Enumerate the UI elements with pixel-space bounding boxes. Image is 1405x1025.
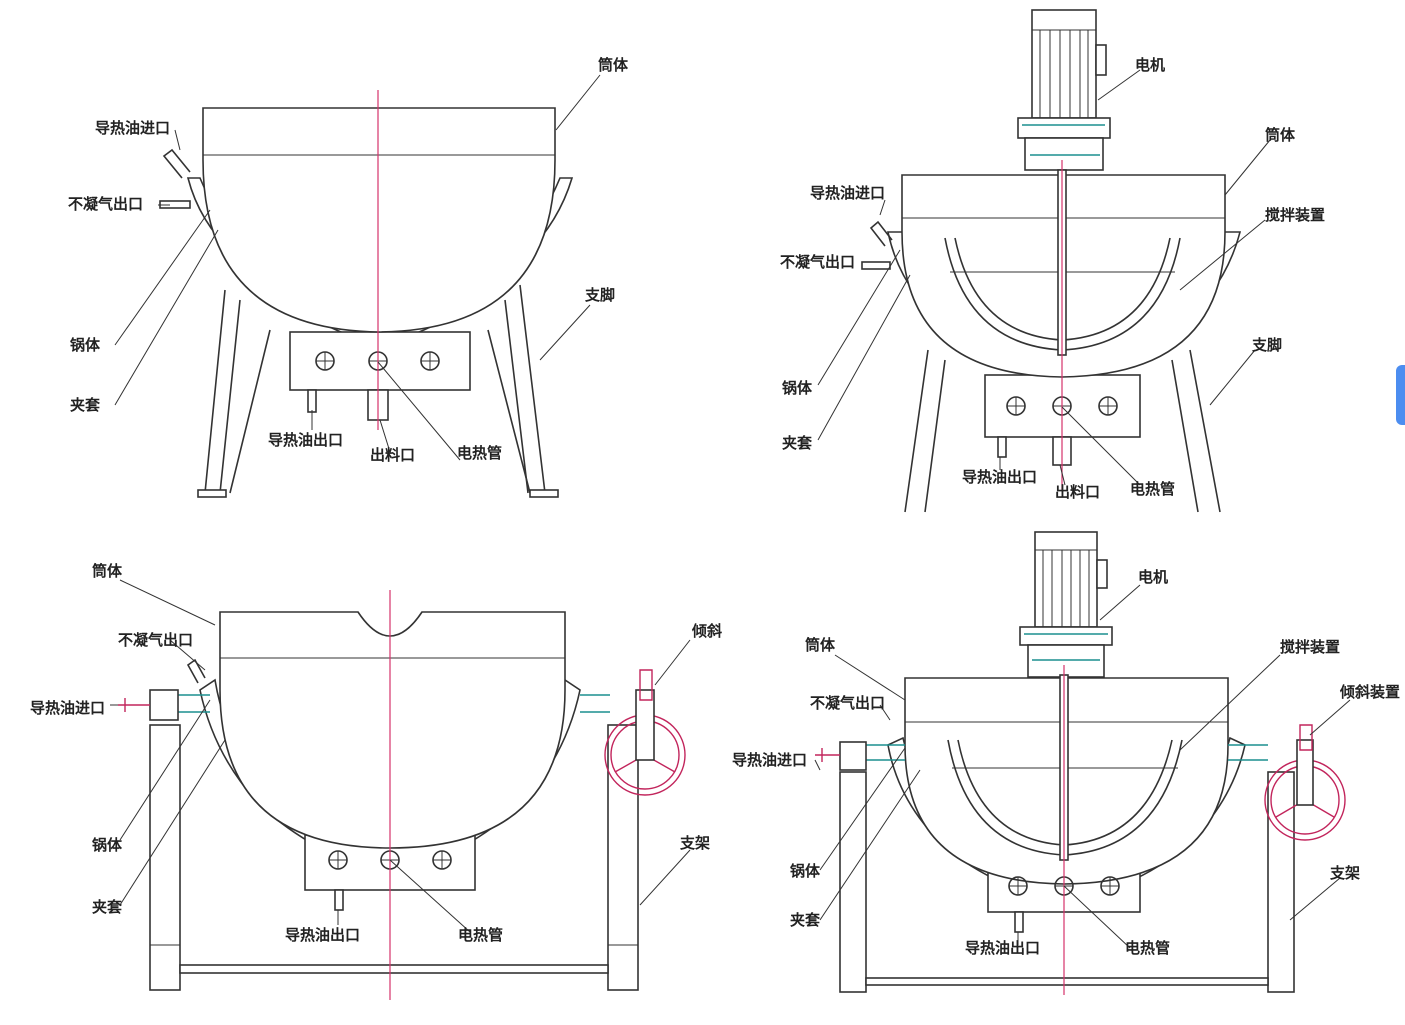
motor [1031, 9, 1097, 119]
frame-post-left [149, 724, 181, 991]
frame-post-right [607, 724, 639, 991]
diagram-tilting-basic: 筒体 不凝气出口 倾斜 导热油进口 锅体 支架 夹套 导热油出口 电热管 [30, 562, 722, 1000]
label-leg: 支脚 [584, 286, 615, 304]
side-tab[interactable] [1396, 365, 1405, 425]
label-leg: 支脚 [1251, 336, 1282, 354]
label-oil-outlet: 导热油出口 [268, 431, 343, 449]
label-cylinder: 筒体 [598, 56, 629, 74]
diagram-tilting-stirrer: 电机 筒体 搅拌装置 倾斜装置 不凝气出口 导热油进口 锅体 支架 夹套 导热油… [732, 531, 1400, 995]
label-pot-body: 锅体 [790, 862, 821, 880]
oil-outlet-pipe [307, 389, 317, 413]
foot-left [197, 489, 227, 498]
label-motor: 电机 [1138, 568, 1168, 586]
foot-right [529, 489, 559, 498]
label-frame: 支架 [1329, 864, 1360, 882]
pot-body [202, 107, 556, 333]
label-discharge: 出料口 [1055, 483, 1100, 501]
label-oil-outlet: 导热油出口 [285, 926, 360, 944]
right-leg [504, 284, 546, 494]
label-oil-inlet: 导热油进口 [810, 184, 885, 202]
label-vent: 不凝气出口 [118, 631, 193, 649]
frame-post-left [839, 771, 867, 993]
label-oil-inlet: 导热油进口 [732, 751, 807, 769]
pot-body [219, 611, 566, 849]
label-motor: 电机 [1135, 56, 1165, 74]
label-vent: 不凝气出口 [810, 694, 885, 712]
label-jacket: 夹套 [70, 396, 101, 414]
label-stirrer: 搅拌装置 [1280, 638, 1340, 656]
label-oil-inlet: 导热油进口 [30, 699, 105, 717]
left-leg [204, 289, 241, 494]
label-heater: 电热管 [1125, 939, 1170, 957]
label-pot-body: 锅体 [70, 336, 101, 354]
label-pot-body: 锅体 [92, 836, 123, 854]
diagram-fixed-basic: 筒体 导热油进口 不凝气出口 锅体 夹套 支脚 导热油出口 出料口 电热管 [68, 56, 629, 498]
frame-base [179, 964, 609, 974]
label-frame: 支架 [679, 834, 710, 852]
diagram-fixed-stirrer: 电机 筒体 导热油进口 搅拌装置 不凝气出口 支脚 锅体 夹套 导热油出口 出料… [780, 9, 1325, 513]
label-pot-body: 锅体 [782, 379, 813, 397]
label-oil-outlet: 导热油出口 [965, 939, 1040, 957]
label-heater: 电热管 [458, 926, 503, 944]
label-jacket: 夹套 [92, 898, 123, 916]
label-jacket: 夹套 [790, 911, 821, 929]
label-tilt-device: 倾斜装置 [1339, 683, 1400, 701]
label-jacket: 夹套 [782, 434, 813, 452]
label-vent: 不凝气出口 [780, 253, 855, 271]
label-cylinder: 筒体 [92, 562, 123, 580]
label-cylinder: 筒体 [805, 636, 836, 654]
label-heater: 电热管 [1130, 480, 1175, 498]
label-tilt: 倾斜 [691, 622, 722, 640]
label-oil-inlet: 导热油进口 [95, 119, 170, 137]
label-vent: 不凝气出口 [68, 195, 143, 213]
motor [1034, 531, 1098, 628]
label-stirrer: 搅拌装置 [1265, 206, 1325, 224]
frame-base [865, 977, 1269, 986]
label-discharge: 出料口 [370, 446, 415, 464]
label-heater: 电热管 [457, 444, 502, 462]
label-cylinder: 筒体 [1265, 126, 1296, 144]
label-oil-outlet: 导热油出口 [962, 468, 1037, 486]
